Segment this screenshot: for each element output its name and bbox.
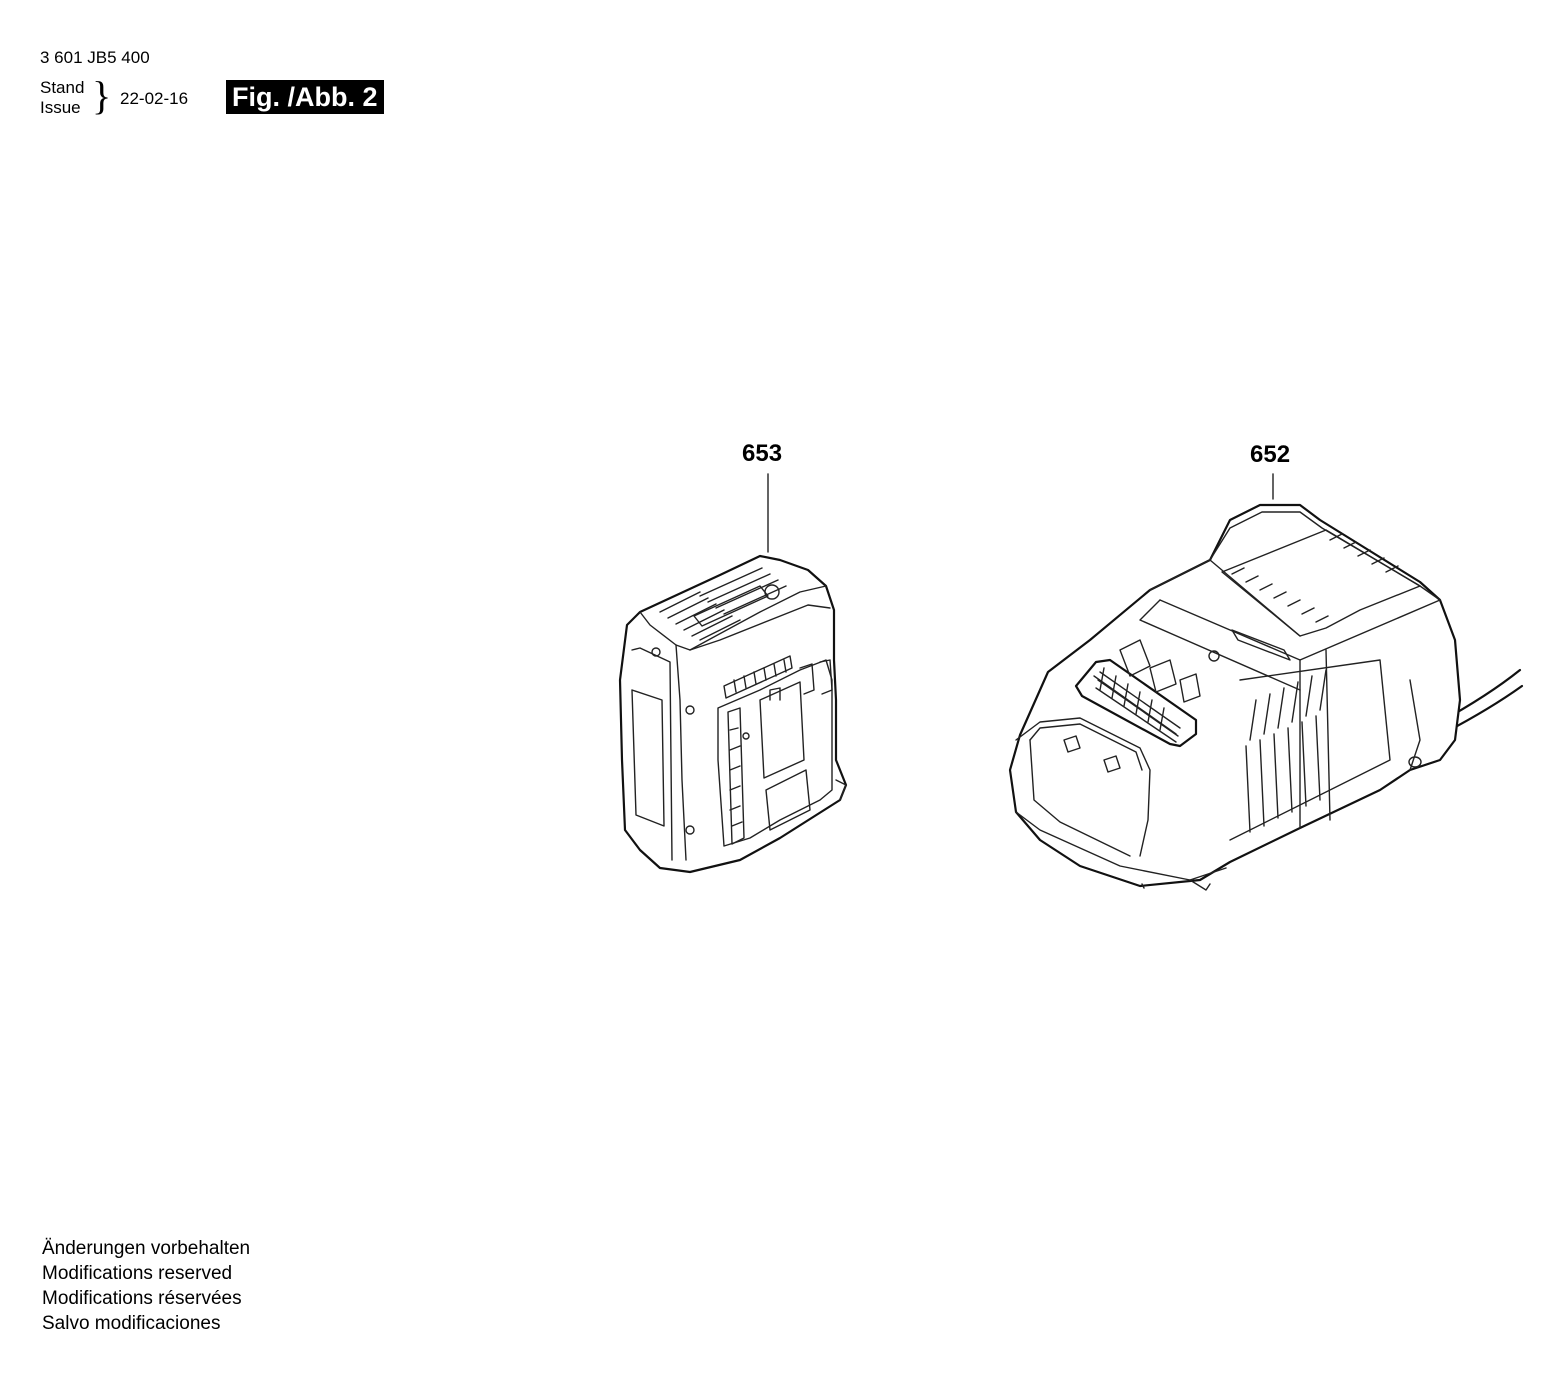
notice-line-en: Modifications reserved	[42, 1263, 233, 1284]
notice-line-es: Salvo modificaciones	[42, 1313, 221, 1334]
part-number: 3 601 JB5 400	[40, 48, 150, 67]
notice-line-de: Änderungen vorbehalten	[42, 1238, 251, 1259]
issue-date: 22-02-16	[120, 89, 189, 108]
brace-glyph: }	[92, 73, 112, 118]
stand-issue-block: Stand Issue }	[40, 73, 140, 120]
stand-label: Stand	[40, 78, 85, 97]
charger	[1008, 503, 1524, 891]
callout-653: 653	[742, 440, 783, 467]
battery-pack	[618, 554, 848, 874]
modifications-notice: Änderungen vorbehalten Modifications res…	[42, 1236, 250, 1336]
issue-label: Issue	[40, 98, 81, 117]
notice-line-fr: Modifications réservées	[42, 1288, 242, 1309]
callout-652: 652	[1250, 441, 1291, 468]
figure-badge: Fig. /Abb. 2	[226, 80, 384, 114]
